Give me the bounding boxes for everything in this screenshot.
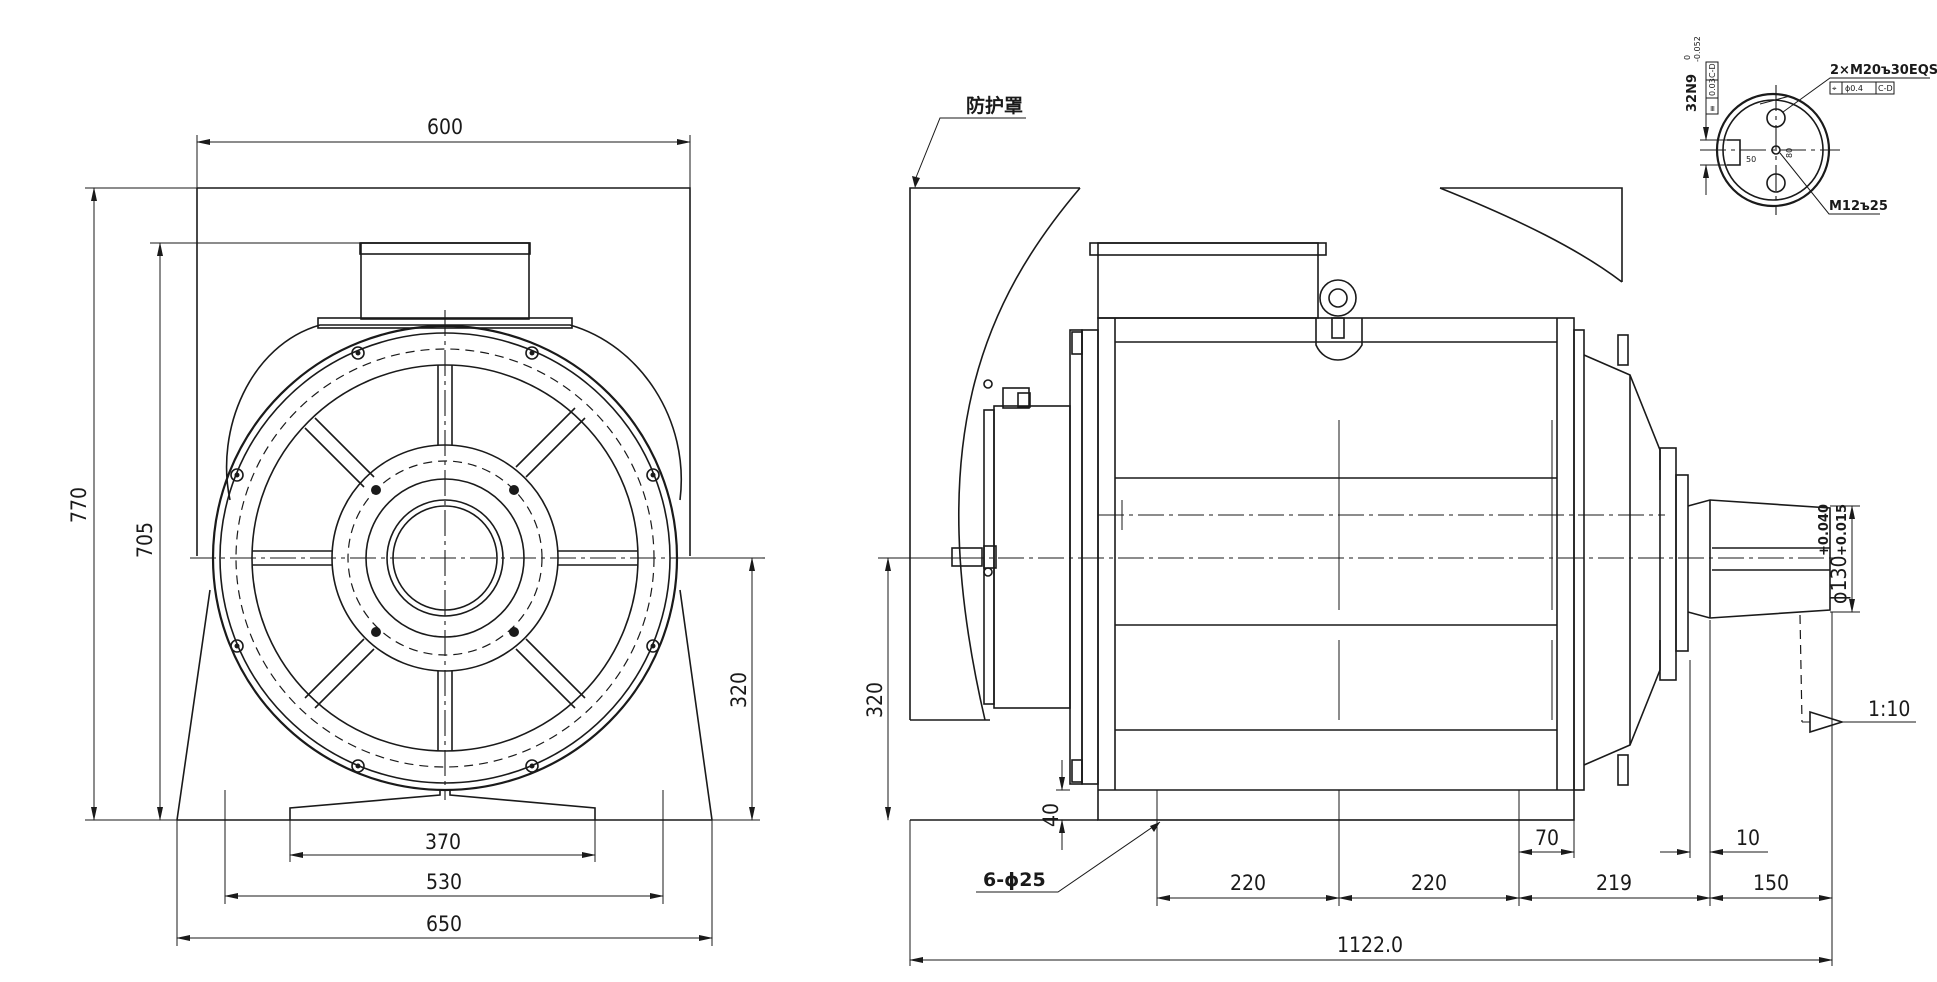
dim-220-a: 220 xyxy=(1230,871,1266,895)
keyway-dim: 32N9 xyxy=(1685,74,1700,112)
side-main-body xyxy=(1097,317,1575,821)
dim-150: 150 xyxy=(1753,871,1789,895)
front-spokes xyxy=(252,365,638,751)
keyway-frame-datum: C-D xyxy=(1708,63,1717,78)
dim-770: 770 xyxy=(67,487,91,523)
position-frame-symbol: ⌖ xyxy=(1832,84,1837,93)
keyway-frame-value: 0.03 xyxy=(1708,78,1717,96)
side-flange xyxy=(1659,447,1677,681)
side-lifting-eye xyxy=(1319,279,1357,317)
dim-50: 50 xyxy=(1746,155,1756,164)
label-guard: 防护罩 xyxy=(966,94,1023,117)
dim-10: 10 xyxy=(1736,826,1760,850)
side-fan-cover xyxy=(993,405,1071,709)
dim-320-side: 320 xyxy=(863,682,887,718)
front-bolts-inner xyxy=(371,485,519,637)
dim-shaft-tol-upper: +0.040 xyxy=(1817,504,1832,556)
dim-650: 650 xyxy=(426,912,462,936)
dim-600: 600 xyxy=(427,115,463,139)
dim-320-front: 320 xyxy=(727,672,751,708)
dim-370: 370 xyxy=(425,830,461,854)
label-holes: 6-ϕ25 xyxy=(983,869,1046,891)
front-base xyxy=(176,589,713,821)
side-view: 防护罩 xyxy=(863,94,1916,966)
dim-40: 40 xyxy=(1039,803,1063,827)
center-hole-label: M12ъ25 xyxy=(1829,199,1888,214)
dim-530: 530 xyxy=(426,870,462,894)
dim-70: 70 xyxy=(1535,826,1559,850)
position-frame-datum: C-D xyxy=(1878,84,1893,93)
keyway-frame-symbol: ≡ xyxy=(1708,105,1717,112)
front-bolts-outer xyxy=(230,346,660,773)
keyway-tol-upper: 0 xyxy=(1683,55,1692,60)
dim-shaft-tol-lower: +0.015 xyxy=(1835,504,1850,556)
thread-holes-label: 2×M20ъ30EQS xyxy=(1830,63,1937,78)
dim-80: 80 xyxy=(1785,148,1794,158)
dim-220-b: 220 xyxy=(1411,871,1447,895)
keyway-tol-lower: -0.052 xyxy=(1693,36,1702,62)
label-taper: 1:10 xyxy=(1868,697,1910,721)
front-view: 600 770 705 320 370 530 650 xyxy=(67,115,765,946)
dim-shaft-dia: ϕ130 xyxy=(1827,555,1851,604)
dim-1122: 1122.0 xyxy=(1337,933,1403,957)
side-shaft xyxy=(1687,499,1831,619)
dim-219: 219 xyxy=(1596,871,1632,895)
shaft-end-view: 32N9 0 -0.052 ≡ 0.03 C-D 2×M20ъ30EQS ⌖ ϕ… xyxy=(1683,36,1937,215)
dim-705: 705 xyxy=(133,522,157,558)
position-frame-value: ϕ0.4 xyxy=(1845,84,1863,93)
side-guard xyxy=(909,187,1080,720)
